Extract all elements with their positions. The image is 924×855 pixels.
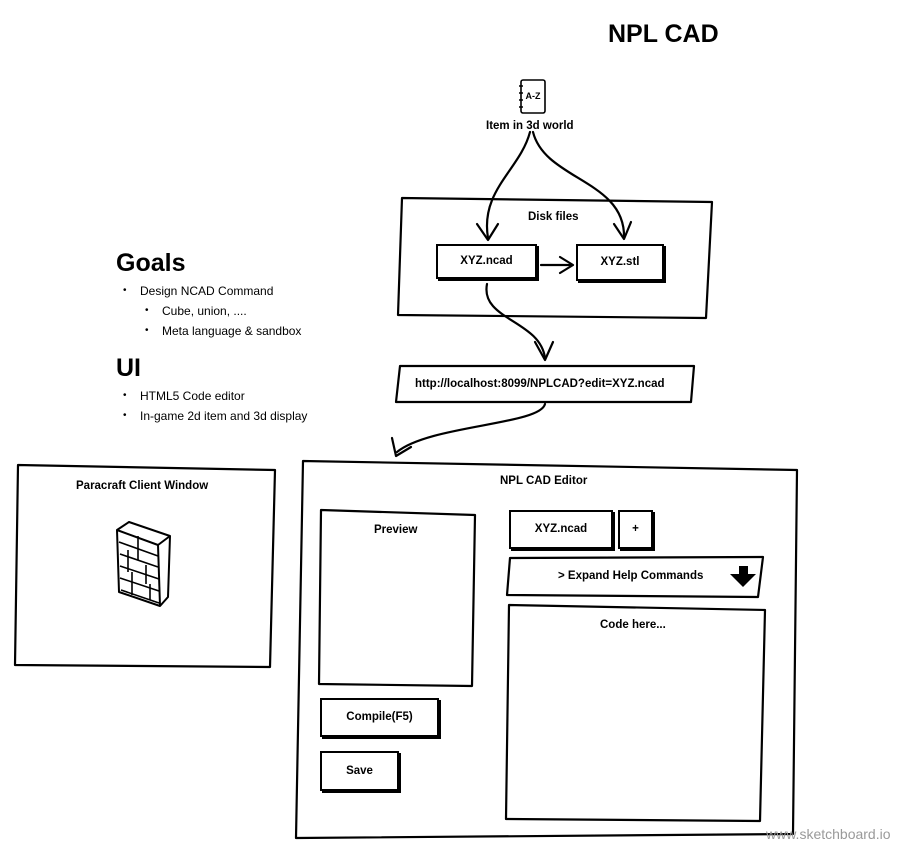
goals-sub-item: Cube, union, .... <box>145 301 301 321</box>
ui-heading: UI <box>116 354 141 382</box>
goals-list: Design NCAD Command <box>123 281 273 301</box>
address-book-icon <box>519 79 546 114</box>
page-title: NPL CAD <box>608 20 719 48</box>
stl-file-node[interactable]: XYZ.stl <box>576 244 664 281</box>
arrowhead-ncad <box>475 222 500 242</box>
arrow-url-to-editor <box>395 402 547 454</box>
client-window-frame <box>13 463 277 669</box>
watermark: www.sketchboard.io <box>766 826 891 842</box>
expand-help-commands[interactable]: > Expand Help Commands <box>558 570 704 582</box>
goals-item: Design NCAD Command <box>123 281 273 301</box>
item-icon-text: A-Z <box>526 91 541 101</box>
editor-window-frame <box>294 459 799 840</box>
goals-sub-item: Meta language & sandbox <box>145 321 301 341</box>
ncad-file-node[interactable]: XYZ.ncad <box>436 244 537 279</box>
editor-title: NPL CAD Editor <box>500 475 588 487</box>
arrowhead-stl <box>612 220 633 241</box>
ui-item: HTML5 Code editor <box>123 386 307 406</box>
compile-button-label: Compile(F5) <box>346 711 413 723</box>
arrowhead-url <box>533 340 555 362</box>
preview-pane-frame <box>317 508 477 688</box>
preview-label: Preview <box>374 524 418 536</box>
brick-wall-icon <box>116 521 171 607</box>
ui-list: HTML5 Code editor In-game 2d item and 3d… <box>123 386 307 426</box>
help-bar-frame <box>505 555 765 599</box>
expand-arrow-icon <box>730 566 756 587</box>
save-button[interactable]: Save <box>320 751 399 791</box>
add-tab-button[interactable]: + <box>618 510 653 549</box>
add-tab-label: + <box>632 523 639 535</box>
arrowhead-ncad-to-stl <box>558 255 575 275</box>
arrow-ncad-to-url <box>485 282 547 360</box>
ui-item: In-game 2d item and 3d display <box>123 406 307 426</box>
ncad-file-label: XYZ.ncad <box>460 255 513 267</box>
code-editor-placeholder[interactable]: Code here... <box>600 619 666 631</box>
file-tab[interactable]: XYZ.ncad <box>509 510 613 549</box>
url-box <box>394 364 696 404</box>
item-label: Item in 3d world <box>486 120 574 132</box>
goals-sub-list: Cube, union, .... Meta language & sandbo… <box>145 301 301 341</box>
url-link[interactable]: http://localhost:8099/NPLCAD?edit=XYZ.nc… <box>415 378 665 390</box>
client-window-title: Paracraft Client Window <box>76 480 209 492</box>
goals-heading: Goals <box>116 249 186 277</box>
arrow-item-to-ncad <box>485 130 532 240</box>
arrow-item-to-stl <box>531 130 626 239</box>
code-pane-frame <box>504 603 767 823</box>
compile-button[interactable]: Compile(F5) <box>320 698 439 737</box>
save-button-label: Save <box>346 765 373 777</box>
disk-files-label: Disk files <box>528 211 579 223</box>
stl-file-label: XYZ.stl <box>600 256 640 268</box>
arrowhead-editor <box>390 436 413 458</box>
file-tab-label: XYZ.ncad <box>534 523 588 535</box>
disk-files-box <box>396 196 714 320</box>
